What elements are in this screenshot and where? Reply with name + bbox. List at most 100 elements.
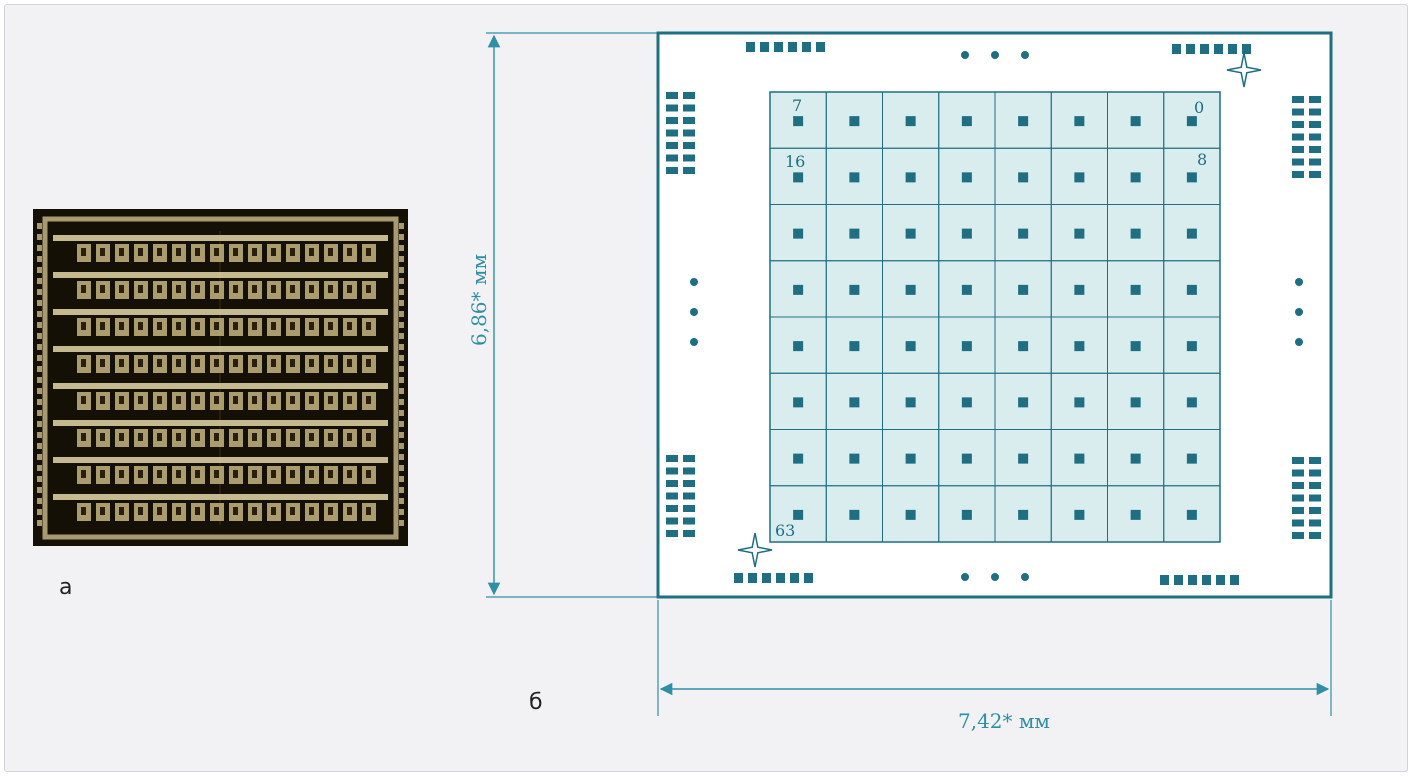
bond-pad — [683, 154, 695, 162]
bond-pad — [816, 42, 825, 52]
pixel-contact-pad — [849, 341, 860, 352]
photo-pixel-detail — [100, 433, 105, 441]
photo-pixel-detail — [233, 359, 238, 367]
photo-pixel-detail — [138, 285, 143, 293]
bond-pad — [1292, 482, 1304, 489]
bond-pad — [666, 104, 678, 112]
pixel-contact-pad — [905, 341, 916, 352]
photo-edge-pad — [399, 267, 404, 273]
photo-edge-pad — [399, 366, 404, 372]
photo-pixel-detail — [157, 322, 162, 330]
bond-pad — [683, 492, 695, 500]
photo-pixel-detail — [328, 285, 333, 293]
photo-pixel-detail — [138, 359, 143, 367]
photo-pixel-detail — [176, 396, 181, 404]
pixel-contact-pad — [849, 453, 860, 464]
photo-edge-pad — [399, 234, 404, 240]
pixel-contact-pad — [1130, 397, 1141, 408]
photo-edge-pad — [37, 377, 42, 383]
bond-pad — [746, 42, 755, 52]
dimension-lines: 6,86* мм 7,42* мм — [467, 32, 1332, 733]
photo-edge-pad — [399, 322, 404, 328]
bond-pad — [802, 42, 811, 52]
pixel-contact-pad — [1018, 453, 1029, 464]
photo-pixel-bar — [53, 457, 388, 463]
photo-pixel-detail — [81, 470, 86, 478]
photo-edge-pad — [399, 388, 404, 394]
photo-pixel-detail — [328, 470, 333, 478]
pixel-contact-pad — [961, 341, 972, 352]
photo-pixel-detail — [195, 507, 200, 515]
photo-pixel-detail — [119, 507, 124, 515]
photo-pixel-detail — [100, 248, 105, 256]
photo-pixel-detail — [195, 359, 200, 367]
photo-pixel-detail — [347, 507, 352, 515]
photo-chip-frame — [42, 216, 399, 540]
photo-pixel-detail — [347, 322, 352, 330]
pixel-contact-pad — [793, 116, 804, 127]
pixel-contact-pad — [1018, 172, 1029, 183]
pixel-contact-pad — [1074, 116, 1085, 127]
pixel-cell — [1163, 485, 1221, 543]
photo-pixel-detail — [252, 359, 257, 367]
photo-edge-pad — [399, 465, 404, 471]
photo-pixel-detail — [271, 433, 276, 441]
width-dimension-label: 7,42* мм — [958, 709, 1050, 733]
photo-pixel-detail — [176, 285, 181, 293]
pixel-contact-pad — [793, 228, 804, 239]
photo-pixel-detail — [100, 396, 105, 404]
photo-pixel-detail — [252, 507, 257, 515]
pixel-contact-pad — [793, 509, 804, 520]
photo-edge-pad — [399, 377, 404, 383]
pixel-contact-pad — [849, 397, 860, 408]
pixel-contact-pad — [1186, 284, 1197, 295]
bond-pad — [683, 117, 695, 124]
photo-pixel-detail — [157, 507, 162, 515]
photo-edge-pad — [399, 498, 404, 504]
pixel-number-7: 7 — [792, 96, 802, 115]
photo-pixel-detail — [176, 470, 181, 478]
bond-pad — [1292, 133, 1304, 141]
bond-pad — [683, 455, 695, 462]
photo-pixel-detail — [138, 433, 143, 441]
photo-pixel-detail — [309, 248, 314, 256]
photo-edge-pad — [37, 223, 42, 229]
bond-pad — [1309, 494, 1321, 502]
pixel-contact-pad — [793, 284, 804, 295]
bond-pad — [666, 154, 678, 162]
bond-pad — [1292, 121, 1304, 128]
photo-pixel-detail — [366, 248, 371, 256]
contact-dot — [690, 278, 698, 286]
pixel-contact-pad — [1130, 284, 1141, 295]
contact-dot — [1021, 573, 1029, 581]
bond-pad — [1309, 171, 1321, 178]
photo-pixel-detail — [271, 248, 276, 256]
pixel-number-16: 16 — [785, 152, 805, 171]
photo-edge-pad — [37, 311, 42, 317]
pixel-contact-pad — [793, 453, 804, 464]
photo-pixel-detail — [309, 396, 314, 404]
bond-pad — [666, 517, 678, 525]
photo-pixel-detail — [176, 433, 181, 441]
photo-pixel-detail — [347, 396, 352, 404]
photo-pixel-detail — [119, 248, 124, 256]
photo-pixel-detail — [328, 359, 333, 367]
photo-edge-pad — [37, 465, 42, 471]
photo-pixel-detail — [119, 285, 124, 293]
pixel-contact-pad — [1018, 341, 1029, 352]
contact-dot — [961, 573, 969, 581]
pixel-contact-pad — [1186, 116, 1197, 127]
alignment-cross-icon — [1226, 52, 1262, 88]
bond-pad — [1309, 519, 1321, 527]
bond-pad — [1216, 575, 1225, 585]
photo-pixel-detail — [328, 248, 333, 256]
photo-pixel-detail — [157, 285, 162, 293]
photo-edge-pad — [37, 289, 42, 295]
photo-pixel-bar — [53, 494, 388, 500]
pixel-contact-pad — [849, 284, 860, 295]
pixel-contact-pad — [1018, 116, 1029, 127]
bond-pad — [1172, 44, 1181, 54]
pixel-contact-pad — [905, 116, 916, 127]
photo-pixel-detail — [157, 433, 162, 441]
photo-pixel-detail — [214, 507, 219, 515]
